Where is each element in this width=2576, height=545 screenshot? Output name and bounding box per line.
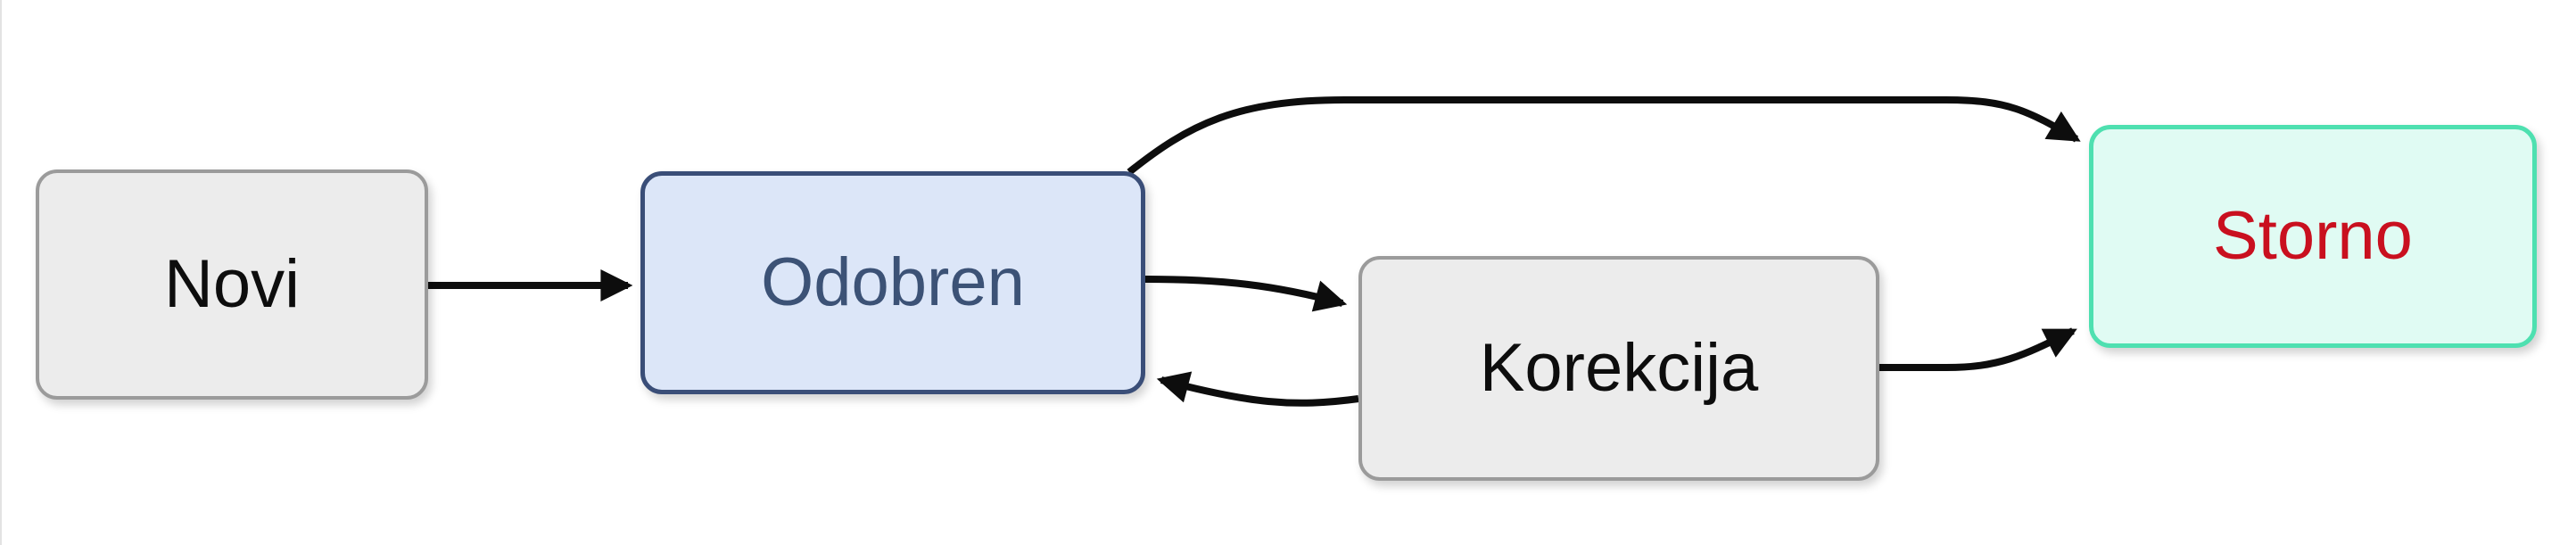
edge-korekcija-to-storno	[1879, 327, 2077, 371]
edge-odobren-to-korekcija	[1144, 276, 1348, 312]
node-odobren-label: Odobren	[761, 244, 1025, 320]
node-novi: Novi	[36, 169, 428, 400]
node-storno: Storno	[2089, 125, 2537, 348]
node-korekcija-label: Korekcija	[1479, 330, 1759, 406]
edge-odobren-to-storno	[1127, 96, 2081, 176]
node-storno-label: Storno	[2213, 198, 2413, 274]
node-korekcija: Korekcija	[1358, 256, 1879, 481]
edge-korekcija-to-odobren	[1156, 371, 1359, 407]
node-odobren: Odobren	[640, 171, 1145, 394]
node-novi-label: Novi	[163, 246, 301, 322]
